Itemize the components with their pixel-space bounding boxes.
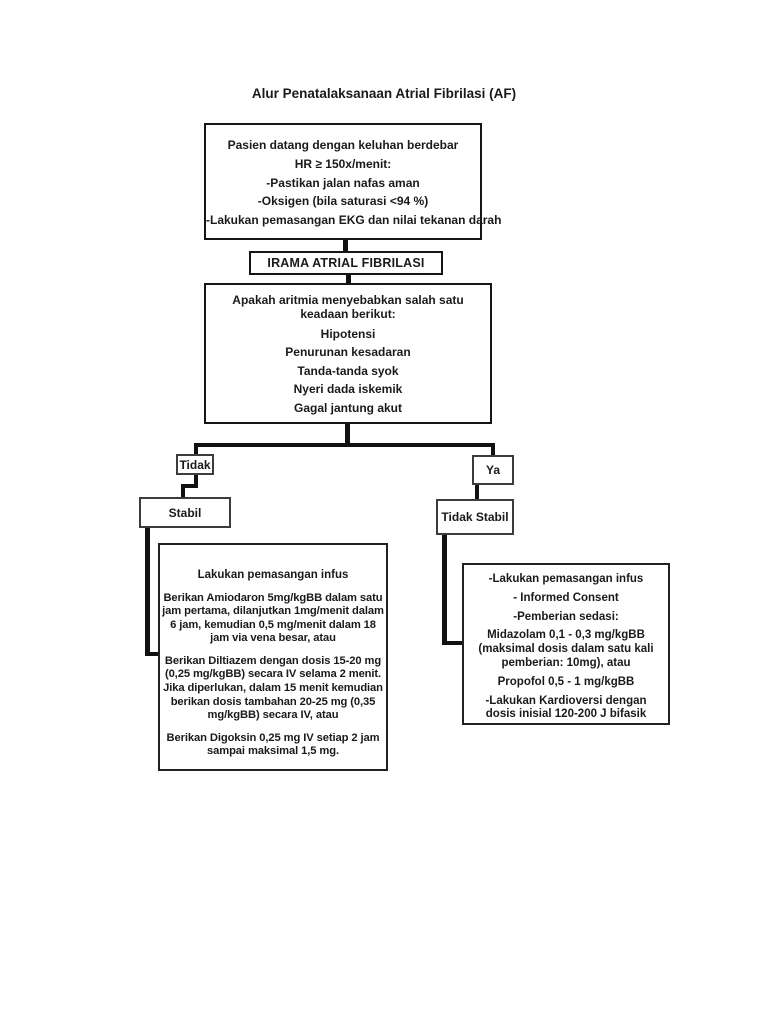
connector-rhythm-decision — [346, 273, 351, 284]
unstable-box: Tidak Stabil — [436, 499, 514, 535]
unstable-treatment-item: -Lakukan pemasangan infus — [470, 573, 662, 587]
connector-unstable-h — [442, 641, 463, 645]
branch-yes-box: Ya — [472, 455, 514, 485]
paragraph-text: Berikan Digoksin 0,25 mg IV setiap 2 jam… — [166, 731, 380, 758]
rhythm-box: IRAMA ATRIAL FIBRILASI — [249, 251, 443, 275]
connector-decision-stem — [345, 424, 350, 445]
item-text: Midazolam 0,1 - 0,3 mg/kgBB (maksimal do… — [478, 629, 654, 669]
decision-condition: Hipotensi — [320, 327, 376, 341]
stable-treatment-paragraph: Berikan Amiodaron 5mg/kgBB dalam satu ja… — [162, 592, 384, 646]
item-text: -Lakukan pemasangan infus — [488, 573, 644, 585]
unstable-treatment-item: -Pemberian sedasi: — [470, 611, 662, 625]
intake-box: Pasien datang dengan keluhan berdebar HR… — [204, 123, 502, 240]
stable-treatment-box: Lakukan pemasangan infus Berikan Amiodar… — [158, 543, 388, 771]
paragraph-bold: atau — [315, 709, 339, 722]
intake-line: Pasien datang dengan keluhan berdebar — [227, 138, 459, 152]
branch-no-box: Tidak — [176, 454, 214, 475]
decision-condition: Nyeri dada iskemik — [293, 382, 403, 397]
paragraph-text: Berikan Diltiazem dengan dosis 15-20 mg … — [163, 654, 383, 722]
stable-treatment-paragraph: Berikan Digoksin 0,25 mg IV setiap 2 jam… — [162, 732, 384, 759]
intake-line: -Lakukan pemasangan EKG dan nilai tekana… — [206, 213, 502, 228]
connector-drop-no — [194, 443, 198, 454]
paragraph-text: Berikan Amiodaron 5mg/kgBB dalam satu ja… — [162, 591, 384, 645]
connector-no-step-v2 — [181, 484, 185, 497]
connector-no-step-v1 — [194, 474, 198, 487]
branch-no-label: Tidak — [179, 457, 211, 472]
connector-stable-h — [145, 652, 159, 656]
decision-condition: Tanda-tanda syok — [297, 363, 399, 378]
decision-question: Apakah aritmia menyebabkan salah satu ke… — [232, 293, 464, 321]
branch-yes-label: Ya — [485, 463, 500, 477]
connector-yes-step — [475, 485, 479, 499]
intake-line: HR ≥ 150x/menit: — [294, 156, 392, 171]
connector-drop-yes — [491, 443, 495, 455]
item-text: -Lakukan Kardioversi dengan dosis inisia… — [485, 694, 647, 721]
page-title: Alur Penatalaksanaan Atrial Fibrilasi (A… — [251, 86, 517, 101]
unstable-treatment-item: -Lakukan Kardioversi dengan dosis inisia… — [470, 695, 662, 723]
unstable-treatment-item: - Informed Consent — [470, 592, 662, 606]
unstable-label: Tidak Stabil — [441, 510, 509, 524]
item-text: -Pemberian sedasi: — [513, 610, 619, 623]
connector-no-step-h — [181, 484, 198, 488]
item-text: Propofol 0,5 - 1 mg/kgBB — [497, 675, 635, 688]
unstable-treatment-item: Propofol 0,5 - 1 mg/kgBB — [470, 676, 662, 690]
stable-treatment-heading: Lakukan pemasangan infus — [197, 569, 349, 581]
intake-line: -Pastikan jalan nafas aman — [266, 175, 420, 190]
paragraph-bold: atau — [313, 632, 336, 645]
stable-box: Stabil — [139, 497, 231, 528]
connector-unstable-v — [442, 535, 447, 645]
decision-condition: Penurunan kesadaran — [285, 345, 411, 360]
decision-condition: Gagal jantung akut — [293, 400, 402, 415]
connector-stable-v — [145, 528, 150, 656]
unstable-treatment-box: -Lakukan pemasangan infus - Informed Con… — [462, 563, 670, 725]
decision-box: Apakah aritmia menyebabkan salah satu ke… — [204, 283, 492, 424]
rhythm-label: IRAMA ATRIAL FIBRILASI — [267, 256, 425, 270]
unstable-treatment-item: Midazolam 0,1 - 0,3 mg/kgBB (maksimal do… — [470, 629, 662, 670]
connector-branch-bar — [194, 443, 495, 447]
connector-intake-rhythm — [343, 240, 348, 252]
intake-line: -Oksigen (bila saturasi <94 %) — [257, 194, 429, 209]
item-text: - Informed Consent — [513, 591, 619, 604]
stable-treatment-paragraph: Berikan Diltiazem dengan dosis 15-20 mg … — [162, 655, 384, 723]
item-bold: atau — [606, 656, 631, 669]
stable-label: Stabil — [168, 505, 202, 520]
